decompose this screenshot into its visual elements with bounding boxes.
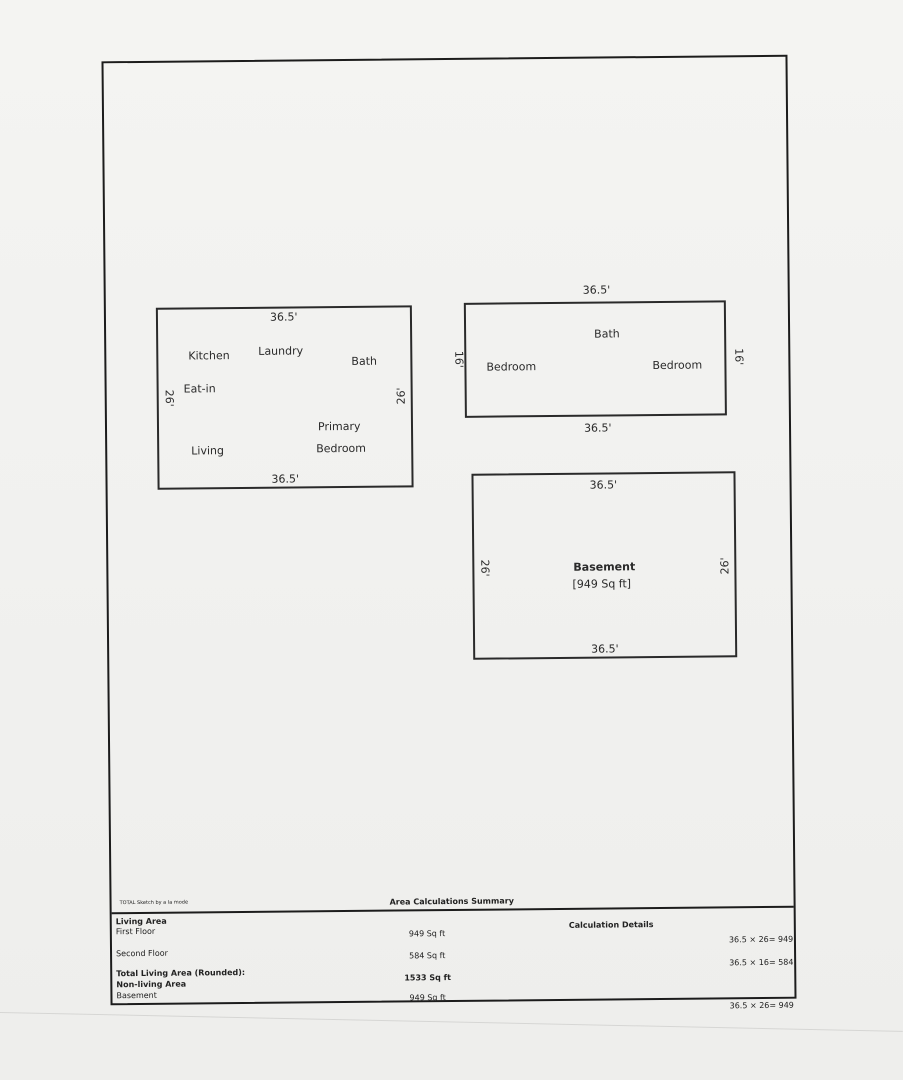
summary-divider xyxy=(111,905,794,915)
basement-top-dim: 36.5' xyxy=(589,478,618,492)
sketch-frame: 36.5' 36.5' 26' 26' Kitchen Laundry Bath… xyxy=(101,54,797,1010)
first-floor-value: 949 Sq ft xyxy=(408,929,446,939)
first-floor-right-dim: 26' xyxy=(394,387,408,405)
first-floor-plan: 36.5' 36.5' 26' 26' Kitchen Laundry Bath… xyxy=(155,305,414,490)
room-laundry-label: Laundry xyxy=(258,344,304,358)
basement-title: Basement xyxy=(573,560,636,574)
basement-summary-label: Basement xyxy=(116,990,157,1001)
room-primary-label: Primary xyxy=(317,419,361,434)
area-summary: TOTAL Sketch by a la mode Area Calculati… xyxy=(111,889,794,1010)
calculation-details-title: Calculation Details xyxy=(568,920,654,930)
basement-area: [949 Sq ft] xyxy=(572,577,632,591)
first-floor-label: First Floor xyxy=(115,926,156,937)
room-bath-label: Bath xyxy=(351,354,378,368)
nonliving-area-label: Non-living Area xyxy=(116,979,187,990)
room-kitchen-label: Kitchen xyxy=(188,349,230,363)
first-floor-left-dim: 26' xyxy=(162,389,176,407)
basement-left-dim: 26' xyxy=(478,559,492,577)
room-bedroom-left-label: Bedroom xyxy=(486,360,537,374)
room-bedroom-right-label: Bedroom xyxy=(652,358,703,373)
second-floor-top-dim: 36.5' xyxy=(582,283,611,297)
basement-right-dim: 26' xyxy=(718,557,732,575)
room-upper-bath-label: Bath xyxy=(594,327,620,341)
second-floor-right-dim: 16' xyxy=(732,348,746,366)
room-eat-in-label: Eat-in xyxy=(183,382,216,396)
total-living-value: 1533 Sq ft xyxy=(404,973,451,983)
second-floor-label: Second Floor xyxy=(116,948,168,959)
total-living-label: Total Living Area (Rounded): xyxy=(116,967,246,979)
second-floor-value: 584 Sq ft xyxy=(409,951,446,961)
second-floor-calc: 36.5 × 16= 584 xyxy=(729,957,794,968)
second-floor-bottom-dim: 36.5' xyxy=(583,421,612,435)
room-primary-bedroom-label: Bedroom xyxy=(316,441,367,456)
first-floor-bottom-dim: 36.5' xyxy=(271,472,300,486)
summary-title: Area Calculations Summary xyxy=(389,896,514,907)
basement-bottom-dim: 36.5' xyxy=(591,642,619,656)
basement-plan: 36.5' 36.5' 26' 26' Basement [949 Sq ft] xyxy=(471,471,738,660)
software-credit: TOTAL Sketch by a la mode xyxy=(119,899,189,907)
basement-summary-value: 949 Sq ft xyxy=(409,993,446,1003)
room-living-label: Living xyxy=(191,444,225,458)
first-floor-calc: 36.5 × 26= 949 xyxy=(728,934,794,945)
living-area-label: Living Area xyxy=(115,916,167,927)
second-floor-left-dim: 16' xyxy=(452,350,466,368)
basement-calc: 36.5 × 26= 949 xyxy=(729,1000,794,1011)
first-floor-top-dim: 36.5' xyxy=(269,310,298,324)
second-floor-plan: 36.5' 36.5' 16' 16' Bath Bedroom Bedroom xyxy=(452,283,745,434)
